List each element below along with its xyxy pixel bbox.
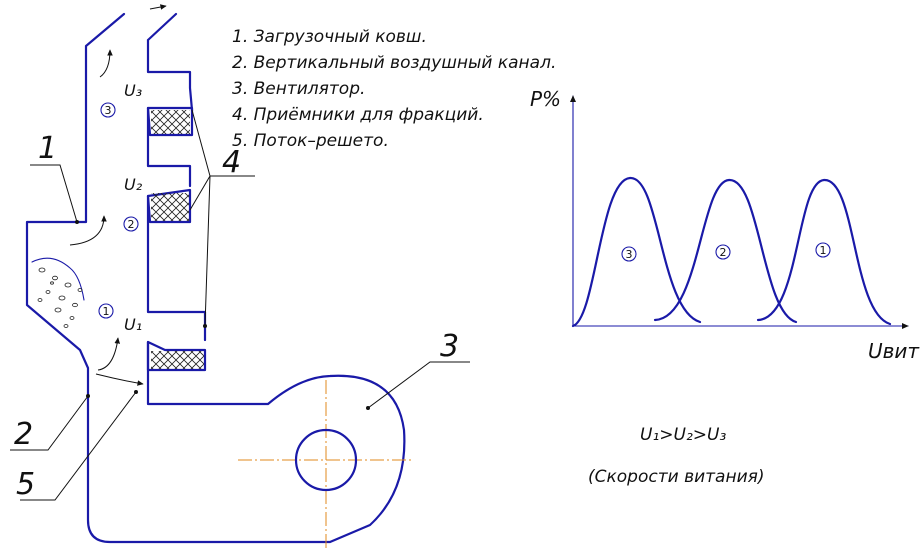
fan	[238, 380, 412, 548]
legend-item-2: 2. Вертикальный воздушный канал.	[232, 53, 556, 73]
legend-item-3: 3. Вентилятор.	[232, 79, 365, 99]
leader-lines	[10, 109, 470, 501]
zone-1: 1	[98, 303, 114, 319]
zone-3: 3	[100, 102, 116, 118]
channel-left-wall	[25, 12, 406, 544]
y-axis-label: P%	[530, 87, 561, 111]
legend-item-1: 1. Загрузочный ковш.	[232, 27, 427, 47]
peak-label-2: 2	[715, 244, 731, 260]
svg-text:1: 1	[820, 244, 827, 257]
svg-text:2: 2	[128, 218, 135, 231]
receiver-1	[146, 340, 207, 372]
receiver-2	[146, 188, 192, 224]
distribution-curve-1	[756, 178, 892, 326]
svg-text:3: 3	[626, 248, 633, 261]
legend: 1. Загрузочный ковш. 2. Вертикальный воз…	[232, 27, 556, 151]
zone-2: 2	[123, 216, 139, 232]
part-number-4: 4	[222, 145, 241, 180]
svg-text:3: 3	[105, 104, 112, 117]
legend-item-5: 5. Поток–решето.	[232, 131, 389, 151]
peak-label-1: 1	[815, 242, 831, 258]
part-number-3: 3	[440, 329, 459, 364]
velocity-label-u3: U₃	[124, 81, 142, 100]
part-number-1: 1	[38, 131, 57, 166]
airflow-arrows	[69, 4, 167, 386]
channel-right-wall	[146, 12, 207, 384]
part-number-5: 5	[16, 467, 35, 502]
x-axis-label: Uвит	[868, 339, 920, 363]
peak-label-3: 3	[621, 246, 637, 262]
svg-text:1: 1	[103, 305, 110, 318]
legend-item-4: 4. Приёмники для фракций.	[232, 105, 484, 125]
distribution-chart: P% Uвит 3 2 1	[530, 87, 920, 363]
part-number-2: 2	[14, 417, 33, 452]
distribution-curve-3	[571, 176, 702, 328]
velocity-label-u1: U₁	[124, 315, 142, 334]
grain-material	[31, 257, 85, 328]
velocity-label-u2: U₂	[124, 175, 143, 194]
caption: (Скорости витания)	[588, 467, 764, 487]
velocity-relation: U₁>U₂>U₃	[640, 425, 726, 445]
svg-text:2: 2	[720, 246, 727, 259]
separator-apparatus	[25, 4, 412, 548]
receiver-3	[146, 106, 194, 137]
distribution-curve-2	[653, 178, 798, 324]
